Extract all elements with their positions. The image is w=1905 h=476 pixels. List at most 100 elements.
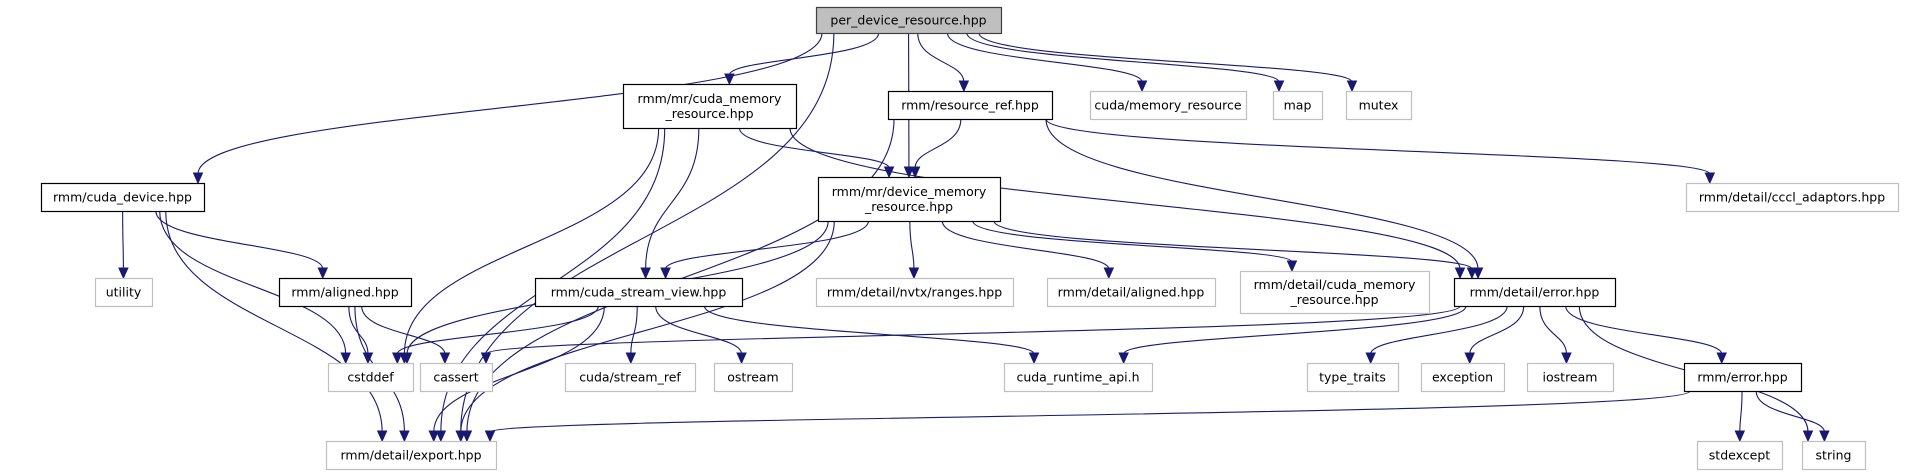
- node-box: [713, 362, 794, 393]
- node-label: per_device_resource.hpp: [830, 13, 986, 28]
- arrowhead-icon: [439, 352, 451, 365]
- edge-device-mr-to-det-cuda-mr: [972, 220, 1298, 273]
- edge-device-mr-to-det-aligned: [941, 220, 1115, 280]
- node-label: iostream: [1543, 370, 1598, 385]
- node-cstddef[interactable]: cstddef: [327, 362, 415, 393]
- nodes-layer: per_device_resource.hpp rmm/mr/cuda_memor…: [40, 6, 1900, 471]
- node-cuda-device[interactable]: rmm/cuda_device.hpp: [40, 182, 206, 213]
- arrowhead-icon: [192, 172, 204, 185]
- edge-line: [914, 118, 962, 169]
- edge-line: [655, 305, 743, 355]
- edge-device-mr-to-nvtx: [908, 220, 920, 280]
- node-det-aligned[interactable]: rmm/detail/aligned.hpp: [1046, 277, 1217, 308]
- node-device-mr[interactable]: rmm/mr/device_memory_resource.hpp: [817, 176, 1002, 223]
- node-aligned[interactable]: rmm/aligned.hpp: [278, 277, 413, 308]
- node-box: [1089, 90, 1248, 121]
- edge-rmm-error-to-stdexcept: [1734, 390, 1746, 443]
- arrowhead-icon: [1118, 352, 1129, 365]
- edge-root-to-map: [966, 32, 1285, 93]
- node-label: utility: [106, 285, 142, 300]
- node-box: [278, 277, 413, 308]
- arrowhead-icon: [724, 73, 735, 86]
- edge-cuda-mr-to-det-error: [789, 127, 1466, 280]
- node-box: [325, 440, 498, 471]
- node-label: cuda/memory_resource: [1094, 98, 1241, 113]
- node-box: [622, 83, 798, 130]
- edge-line: [361, 305, 446, 355]
- edge-device-mr-to-stream-view: [660, 220, 869, 280]
- arrowhead-icon: [401, 352, 413, 365]
- arrowhead-icon: [660, 267, 671, 280]
- node-exception[interactable]: exception: [1420, 362, 1506, 393]
- arrowhead-icon: [1103, 267, 1115, 280]
- arrowhead-icon: [376, 430, 388, 443]
- arrowhead-icon: [625, 352, 637, 365]
- edge-cuda-device-to-export: [165, 210, 388, 443]
- edge-cuda-device-to-cstddef: [159, 210, 351, 365]
- node-box: [327, 362, 415, 393]
- node-iostream[interactable]: iostream: [1526, 362, 1615, 393]
- node-box: [1420, 362, 1506, 393]
- node-cuda-memres[interactable]: cuda/memory_resource: [1089, 90, 1248, 121]
- arrowhead-icon: [1466, 267, 1478, 280]
- arrowhead-icon: [1454, 267, 1466, 280]
- node-mutex[interactable]: mutex: [1345, 90, 1413, 121]
- edge-line: [1045, 118, 1711, 175]
- edge-line: [155, 210, 324, 270]
- edge-line: [1045, 118, 1479, 270]
- edge-line: [1755, 390, 1825, 433]
- node-type-traits[interactable]: type_traits: [1306, 362, 1400, 393]
- node-utility[interactable]: utility: [94, 277, 154, 308]
- edge-line: [1469, 305, 1525, 355]
- edge-stream-view-to-export: [428, 305, 605, 443]
- node-nvtx[interactable]: rmm/detail/nvtx/ranges.hpp: [815, 277, 1015, 308]
- node-cuda-rt[interactable]: cuda_runtime_api.h: [1003, 362, 1154, 393]
- edge-cuda-mr-to-stream-view: [640, 127, 700, 280]
- node-string[interactable]: string: [1801, 440, 1867, 471]
- edge-device-mr-to-export: [455, 220, 835, 443]
- arrowhead-icon: [1464, 352, 1475, 365]
- node-box: [1453, 277, 1617, 308]
- edge-det-error-to-cassert: [480, 305, 1461, 365]
- node-cuda-mr[interactable]: rmm/mr/cuda_memory_resource.hpp: [622, 83, 798, 130]
- node-resource-ref[interactable]: rmm/resource_ref.hpp: [887, 90, 1054, 121]
- arrowhead-icon: [640, 267, 651, 280]
- node-ostream[interactable]: ostream: [713, 362, 794, 393]
- edge-line: [396, 305, 599, 355]
- edge-line: [978, 32, 1353, 83]
- node-label: ostream: [727, 370, 778, 385]
- node-stream-view[interactable]: rmm/cuda_stream_view.hpp: [534, 277, 744, 308]
- node-det-cuda-mr[interactable]: rmm/detail/cuda_memory_resource.hpp: [1239, 270, 1431, 315]
- edge-stream-view-to-cuda-rt: [703, 305, 1040, 365]
- edges-layer: [118, 32, 1830, 443]
- edge-root-to-resource-ref: [917, 32, 970, 93]
- edge-line: [1739, 390, 1743, 433]
- edge-line: [348, 305, 369, 355]
- node-box: [534, 277, 744, 308]
- edge-cuda-device-to-utility: [118, 210, 129, 280]
- node-det-error[interactable]: rmm/detail/error.hpp: [1453, 277, 1617, 308]
- arrowhead-icon: [1716, 352, 1727, 365]
- node-cccl[interactable]: rmm/detail/cccl_adaptors.hpp: [1685, 182, 1900, 213]
- node-map[interactable]: map: [1272, 90, 1324, 121]
- node-rmm-error[interactable]: rmm/error.hpp: [1683, 362, 1803, 393]
- node-cassert[interactable]: cassert: [419, 362, 494, 393]
- node-box: [1046, 277, 1217, 308]
- edge-line: [789, 127, 1461, 270]
- edge-line: [728, 32, 880, 76]
- edge-stream-view-to-ostream: [655, 305, 747, 365]
- edge-resource-ref-to-cccl: [1045, 118, 1716, 185]
- node-box: [40, 182, 206, 213]
- arrowhead-icon: [340, 352, 351, 365]
- edge-resource-ref-to-device-mr: [909, 118, 962, 179]
- edge-rmm-error-to-export: [484, 390, 1691, 443]
- node-root[interactable]: per_device_resource.hpp: [815, 6, 1003, 35]
- node-stdexcept[interactable]: stdexcept: [1696, 440, 1784, 471]
- node-label: rmm/detail/nvtx/ranges.hpp: [827, 285, 1002, 300]
- node-box: [1003, 362, 1154, 393]
- node-export[interactable]: rmm/detail/export.hpp: [325, 440, 498, 471]
- node-box: [1801, 440, 1867, 471]
- arrowhead-icon: [1802, 430, 1814, 443]
- arrowhead-icon: [909, 166, 921, 179]
- node-stream-ref[interactable]: cuda/stream_ref: [564, 362, 697, 393]
